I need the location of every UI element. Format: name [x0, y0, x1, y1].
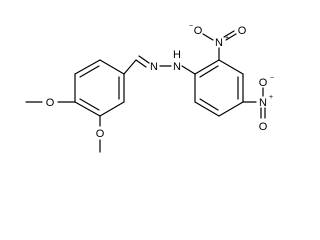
bond-ring1-d: [99, 101, 125, 117]
bond-ring2-b: [218, 59, 244, 75]
bond-ring2-double-1: [199, 65, 219, 78]
bond-ring1-double-1: [79, 65, 100, 78]
bond-ring1-b: [99, 59, 125, 75]
bond-ch-n-double-b: [138, 55, 150, 64]
atom-h-hydrazine: H: [173, 49, 181, 61]
bond-ring1-ch: [123, 59, 137, 75]
atom-n-imine: N: [150, 61, 158, 73]
atom-o-nitro-ortho-b: O: [238, 25, 247, 37]
atom-o-methoxy-top: O: [46, 97, 55, 109]
bond-ring2-double-3: [199, 98, 219, 111]
atom-o-nitro-para-a: O: [259, 77, 268, 89]
bond-n-o-ortho-right-a: [225, 33, 237, 41]
atom-o-nitro-para-b: O: [259, 121, 268, 133]
bond-n-o-ortho-left: [202, 33, 214, 41]
atom-n-nitro-ortho: N: [215, 37, 223, 49]
bond-ring2-d: [218, 101, 244, 117]
charge-minus-nitro-ortho: −: [189, 23, 193, 30]
bond-ring2-e: [194, 101, 220, 117]
bond-ring1-double-3: [79, 98, 100, 111]
bond-ring2-a: [194, 59, 220, 75]
charge-plus-nitro-ortho: +: [225, 35, 229, 42]
charge-plus-nitro-para: +: [269, 94, 273, 101]
bond-ring1-a: [74, 59, 101, 75]
structure-diagram: O O N N H N + O − O N + O − O: [25, 23, 274, 153]
atom-n-hydrazine: N: [173, 61, 181, 73]
atom-o-nitro-ortho-a: O: [194, 25, 203, 37]
atom-o-methoxy-bottom: O: [96, 128, 105, 140]
atom-n-nitro-para: N: [259, 97, 267, 109]
bond-ring1-e: [74, 101, 101, 117]
bonds: [25, 30, 266, 153]
bond-ch-n-double-a: [135, 59, 147, 68]
charge-minus-nitro-para: −: [270, 75, 274, 82]
bond-n-o-ortho-right-b: [223, 30, 235, 38]
bond-nh-ring2: [181, 65, 196, 75]
